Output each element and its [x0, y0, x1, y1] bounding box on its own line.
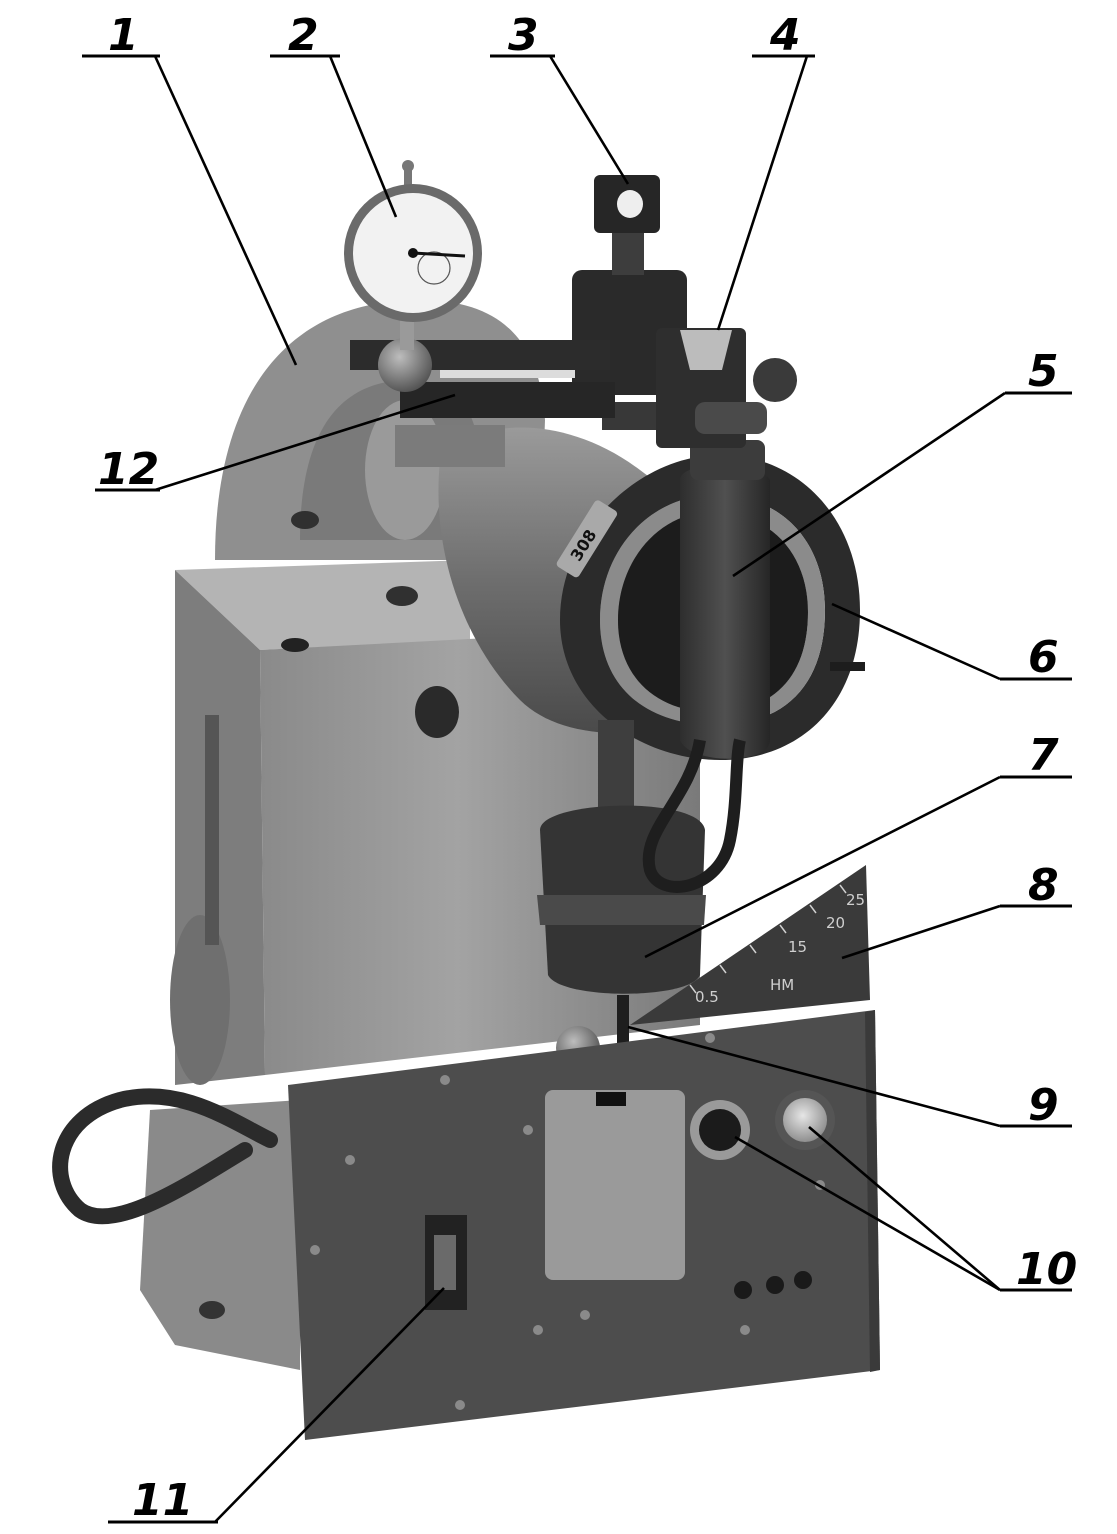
callout-8-label: 8: [1028, 860, 1059, 911]
housing-knob: [415, 686, 459, 738]
dial-gauge-needle: [412, 251, 466, 258]
callout-10-leader-b: [808, 1126, 1001, 1291]
callout-10-leader-a: [734, 1135, 1001, 1292]
mount-bolt: [291, 511, 319, 529]
callout-9-leader: [627, 1025, 1001, 1128]
threaded-stem: [612, 225, 644, 275]
callout-2-label: 2: [288, 10, 319, 61]
callout-6-label: 6: [1028, 632, 1059, 683]
machine-illustration: 308: [52, 160, 880, 1440]
callout-1-label: 1: [108, 10, 139, 61]
side-window: [205, 715, 219, 945]
side-handwheel: [170, 915, 230, 1085]
power-cable: [52, 1088, 278, 1225]
mount-bolt-2: [386, 586, 418, 606]
tube-collar: [690, 440, 765, 480]
flex-hose: [642, 738, 746, 893]
housing-top: [175, 560, 470, 650]
signal-lamp: [783, 1098, 827, 1142]
callout-11-leader: [214, 1287, 445, 1523]
vertical-tube: [680, 465, 770, 759]
callout-10-label: 10: [1016, 1244, 1077, 1295]
callout-8-leader: [841, 904, 1001, 960]
callout-4-label: 4: [769, 10, 801, 61]
base-bolt-hole: [199, 1301, 225, 1319]
scale-tick-0-5: 0.5: [695, 988, 719, 1006]
clamp-knob-top: [695, 402, 767, 434]
clamp-slot: [680, 330, 732, 370]
toggle-switch-lever: [434, 1235, 456, 1290]
base-foot: [140, 1100, 300, 1370]
callout-6-leader: [831, 602, 1001, 681]
callout-11-label: 11: [132, 1475, 193, 1526]
callout-3-leader: [548, 55, 630, 185]
arm-shaft: [395, 425, 505, 467]
scale-unit: НМ: [770, 976, 794, 994]
callout-12-leader: [154, 393, 456, 492]
panel-screws: [310, 1033, 825, 1410]
callout-5-leader: [732, 391, 1006, 578]
callout-4-leader: [716, 55, 809, 331]
terminal-sockets: [734, 1271, 812, 1299]
callout-9-label: 9: [1028, 1080, 1059, 1131]
scale-tick-15: 15: [788, 938, 807, 956]
callout-3-label: 3: [508, 10, 539, 61]
callout-5-label: 5: [1028, 346, 1059, 397]
dial-gauge-hub: [408, 248, 418, 258]
callout-7-label: 7: [1028, 730, 1059, 781]
gauge-top-plunger: [404, 162, 412, 187]
callouts: 1 2 3 4 5 6 7 8 9: [82, 10, 1077, 1526]
indicator-bracket-slot: [440, 370, 575, 378]
start-button: [699, 1109, 741, 1151]
clamp-screw: [753, 358, 797, 402]
control-panel-right-side: [865, 1010, 880, 1372]
callout-2-leader: [328, 55, 398, 218]
bracket-knob: [378, 338, 432, 392]
spindle-column: [598, 720, 634, 820]
scale-tick-25: 25: [846, 891, 865, 909]
dial-gauge-subdial: [417, 251, 451, 285]
eyepiece-hole: [617, 190, 643, 218]
top-cap: [281, 638, 309, 652]
callout-1-leader: [153, 55, 298, 366]
indenter-housing-slot: [596, 1092, 626, 1106]
ring-handle: [830, 662, 865, 671]
callout-12-label: 12: [98, 444, 159, 495]
indenter-housing: [545, 1090, 685, 1280]
callout-7-leader: [644, 775, 1001, 959]
angle-scale-ticks: [689, 884, 847, 994]
nameplate: [556, 500, 618, 578]
indicator-bracket-lower: [400, 382, 615, 418]
scale-tick-20: 20: [826, 914, 845, 932]
chuck-band: [537, 895, 706, 925]
gauge-top-button: [402, 160, 414, 172]
